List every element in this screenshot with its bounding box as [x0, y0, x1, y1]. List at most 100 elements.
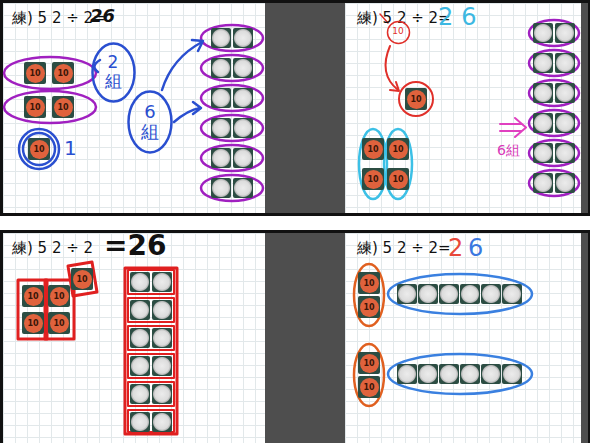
- one-yen-tile: [533, 83, 553, 103]
- coin-value: 10: [26, 98, 45, 117]
- ten-yen-tile: 10: [358, 296, 380, 318]
- ten-yen-tile: 10: [28, 138, 50, 160]
- handwritten-text: 26: [90, 6, 115, 27]
- one-yen-tile: [211, 178, 231, 198]
- one-yen-tile: [502, 284, 522, 304]
- coin-value: 10: [54, 64, 73, 83]
- divider-bottom: [265, 233, 345, 443]
- one-yen-tile: [233, 58, 253, 78]
- ten-yen-tile: 10: [405, 88, 427, 110]
- one-yen-tile: [130, 272, 150, 292]
- one-yen-tile: [533, 143, 553, 163]
- handwritten-text: 6: [468, 235, 483, 263]
- one-yen-tile: [555, 23, 575, 43]
- coin-value: 10: [360, 354, 379, 373]
- ten-yen-tile: 10: [24, 62, 46, 84]
- ten-yen-tile: 10: [52, 96, 74, 118]
- edge-top: [581, 3, 588, 213]
- ten-yen-tile: 10: [362, 168, 384, 190]
- one-yen-tile: [418, 364, 438, 384]
- node-text: 2組: [105, 53, 122, 90]
- handwritten-text: 2: [448, 235, 463, 263]
- one-yen-tile: [418, 284, 438, 304]
- one-yen-tile: [481, 284, 501, 304]
- node-ellipse: [92, 43, 134, 101]
- one-yen-tile: [555, 83, 575, 103]
- ten-yen-tile: 10: [48, 312, 70, 334]
- coin-value: 10: [389, 170, 408, 189]
- circled-group: 2組: [90, 41, 137, 104]
- ten-yen-tile: 10: [387, 168, 409, 190]
- one-yen-tile: [152, 356, 172, 376]
- one-yen-tile: [555, 53, 575, 73]
- one-yen-tile: [152, 412, 172, 432]
- coin-value: 10: [364, 170, 383, 189]
- one-yen-tile: [152, 300, 172, 320]
- node-ellipse: [129, 92, 172, 153]
- one-yen-tile: [555, 113, 575, 133]
- coin-value: 10: [360, 298, 379, 317]
- ten-yen-tile: 10: [52, 62, 74, 84]
- ten-yen-tile: 10: [362, 138, 384, 160]
- handwritten-text: =26: [104, 230, 166, 262]
- ten-yen-tile: 10: [48, 285, 70, 307]
- one-yen-tile: [211, 148, 231, 168]
- coin-value: 10: [24, 314, 43, 333]
- one-yen-tile: [152, 328, 172, 348]
- equation-text: 練) 5 2 ÷ 2=: [357, 10, 451, 27]
- one-yen-tile: [233, 28, 253, 48]
- one-yen-tile: [502, 364, 522, 384]
- node-ellipse: [387, 21, 409, 43]
- one-yen-tile: [211, 58, 231, 78]
- one-yen-tile: [533, 113, 553, 133]
- coin-value: 10: [50, 287, 69, 306]
- one-yen-tile: [233, 88, 253, 108]
- one-yen-tile: [555, 143, 575, 163]
- ten-yen-tile: 10: [24, 96, 46, 118]
- handwritten-text: 26: [438, 4, 485, 32]
- one-yen-tile: [460, 364, 480, 384]
- one-yen-tile: [233, 118, 253, 138]
- divider-top: [265, 3, 345, 213]
- one-yen-tile: [130, 328, 150, 348]
- circled-group: 6組: [126, 89, 174, 155]
- coin-value: 10: [73, 270, 92, 289]
- coin-value: 10: [364, 140, 383, 159]
- one-yen-tile: [130, 384, 150, 404]
- one-yen-tile: [233, 148, 253, 168]
- coin-value: 10: [360, 378, 379, 397]
- one-yen-tile: [439, 364, 459, 384]
- one-yen-tile: [152, 272, 172, 292]
- one-yen-tile: [533, 53, 553, 73]
- one-yen-tile: [397, 364, 417, 384]
- coin-value: 10: [360, 274, 379, 293]
- one-yen-tile: [555, 173, 575, 193]
- one-yen-tile: [397, 284, 417, 304]
- one-yen-tile: [211, 118, 231, 138]
- one-yen-tile: [130, 300, 150, 320]
- one-yen-tile: [533, 23, 553, 43]
- one-yen-tile: [152, 384, 172, 404]
- one-yen-tile: [233, 178, 253, 198]
- ten-yen-tile: 10: [358, 376, 380, 398]
- edge-bottom: [581, 233, 588, 443]
- coin-value: 10: [54, 98, 73, 117]
- node-text: 10: [392, 27, 403, 37]
- node-text: 6組: [141, 102, 159, 142]
- equation-text: 練) 5 2 ÷ 2: [12, 240, 93, 257]
- coin-value: 10: [407, 90, 426, 109]
- circled-ten: 10: [386, 20, 411, 45]
- equation-text: 練) 5 2 ÷ 2=: [357, 240, 451, 257]
- one-yen-tile: [533, 173, 553, 193]
- ten-yen-tile: 10: [358, 272, 380, 294]
- one-yen-tile: [460, 284, 480, 304]
- ten-yen-tile: 10: [387, 138, 409, 160]
- one-yen-tile: [211, 28, 231, 48]
- coin-value: 10: [389, 140, 408, 159]
- one-yen-tile: [211, 88, 231, 108]
- ten-yen-tile: 10: [71, 268, 93, 290]
- coin-value: 10: [50, 314, 69, 333]
- one-yen-tile: [481, 364, 501, 384]
- coin-value: 10: [24, 287, 43, 306]
